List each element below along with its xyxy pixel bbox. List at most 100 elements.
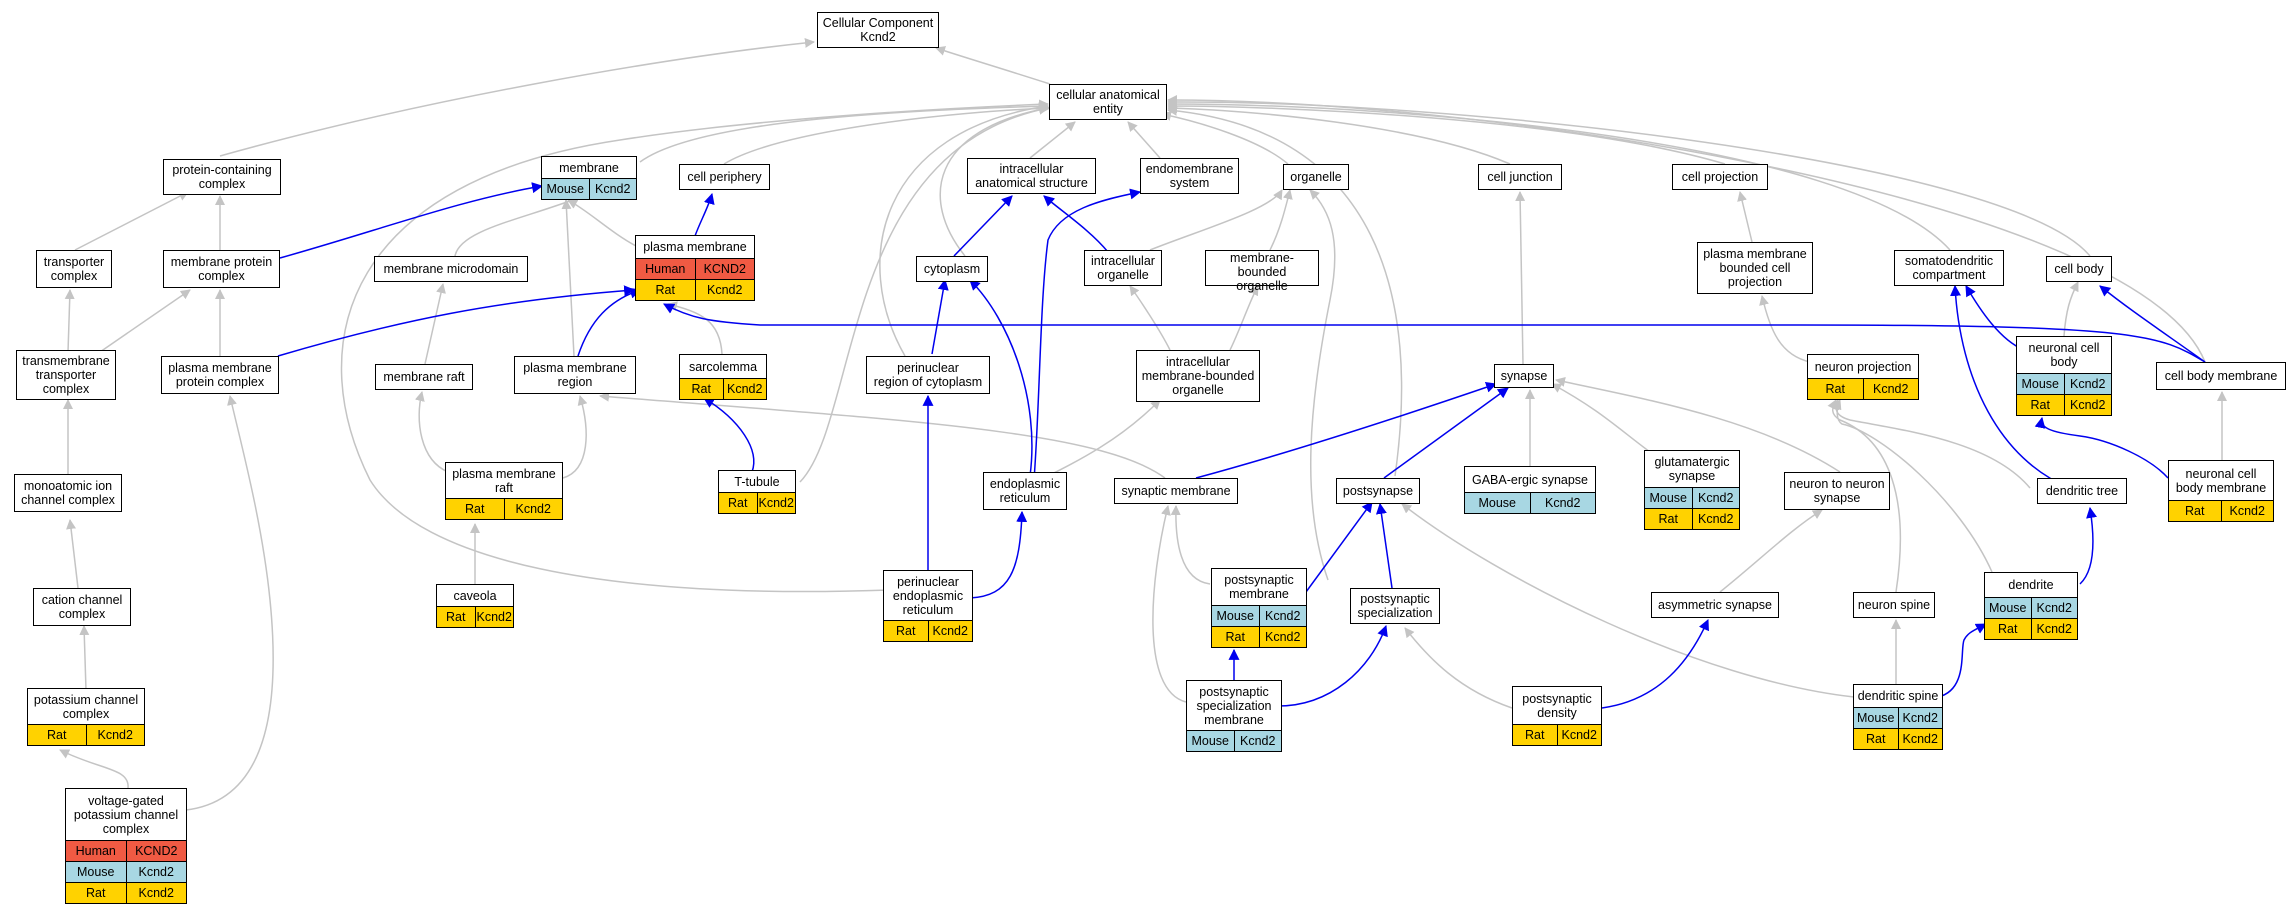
edge-imbo-to-io bbox=[1129, 285, 1171, 351]
node-postsynaptic-specialization[interactable]: postsynaptic specialization bbox=[1350, 588, 1440, 624]
node-membrane-microdomain[interactable]: membrane microdomain bbox=[374, 256, 528, 282]
node-dendritic-tree[interactable]: dendritic tree bbox=[2037, 478, 2127, 504]
node-perinuclear-region-of-cytoplasm[interactable]: perinuclear region of cytoplasm bbox=[866, 356, 990, 394]
node-label: protein-containing complex bbox=[172, 163, 272, 191]
node-label: membrane protein complex bbox=[170, 255, 273, 283]
node-membrane-protein-complex[interactable]: membrane protein complex bbox=[163, 250, 280, 288]
edge-er-to-cytoplasm bbox=[969, 279, 1033, 477]
node-cation-channel-complex[interactable]: cation channel complex bbox=[33, 588, 131, 626]
edge-sarcolemma-to-pm bbox=[667, 301, 723, 355]
species-name: Mouse bbox=[76, 865, 115, 879]
node-endoplasmic-reticulum[interactable]: endoplasmic reticulum bbox=[983, 472, 1067, 510]
species-name: Rat bbox=[86, 886, 106, 900]
edge-psm-to-psspec bbox=[1277, 624, 1388, 707]
node-label: intracellular organelle bbox=[1091, 254, 1155, 282]
species-name: Rat bbox=[47, 728, 67, 742]
node-cell-body[interactable]: cell body bbox=[2046, 256, 2112, 282]
edge-cellprojection-to-cae bbox=[1167, 101, 1726, 165]
node-somatodendritic-compartment[interactable]: somatodendritic compartment bbox=[1894, 250, 2004, 286]
node-label: cell projection bbox=[1681, 170, 1759, 184]
node-cellular-anatomical-entity[interactable]: cellular anatomical entity bbox=[1049, 84, 1167, 120]
node-cell-projection[interactable]: cell projection bbox=[1672, 164, 1768, 190]
node-label: postsynapse bbox=[1342, 484, 1414, 498]
node-intracellular-organelle[interactable]: intracellular organelle bbox=[1084, 250, 1162, 286]
node-intracellular-anatomical-structure[interactable]: intracellular anatomical structure bbox=[967, 158, 1096, 194]
gene-symbol: Kcnd2 bbox=[2030, 619, 2078, 639]
edge-synapse-to-celljunction bbox=[1515, 191, 1526, 365]
edge-ttubule-to-sarcolemma bbox=[703, 397, 755, 473]
node-label: caveola bbox=[453, 588, 497, 603]
node-pm-region[interactable]: plasma membrane region bbox=[514, 356, 636, 394]
gene-symbol: Kcnd2 bbox=[588, 179, 637, 199]
edge-membrane-to-cae bbox=[639, 101, 1049, 163]
node-transporter-complex[interactable]: transporter complex bbox=[36, 250, 112, 288]
node-cellular-component[interactable]: Cellular Component Kcnd2 bbox=[817, 12, 939, 48]
node-pm-bounded-cell-projection[interactable]: plasma membrane bounded cell projection bbox=[1697, 242, 1813, 294]
edge-er-to-endomembrane bbox=[1033, 188, 1142, 481]
node-intracellular-mb-organelle[interactable]: intracellular membrane-bounded organelle bbox=[1136, 350, 1260, 402]
node-endomembrane-system[interactable]: endomembrane system bbox=[1140, 158, 1239, 194]
node-transmembrane-transporter-complex[interactable]: transmembrane transporter complex bbox=[16, 350, 116, 400]
edge-dendrite-to-dendritictree bbox=[2079, 506, 2097, 585]
node-label: postsynaptic specialization bbox=[1357, 592, 1433, 620]
node-label: T-tubule bbox=[734, 474, 780, 489]
edge-dendriticspine-to-dendrite bbox=[1937, 623, 1987, 698]
node-asymmetric-synapse[interactable]: asymmetric synapse bbox=[1651, 592, 1779, 618]
node-monoatomic-ion-channel-complex[interactable]: monoatomic ion channel complex bbox=[14, 474, 122, 512]
edge-pmraft-to-raft bbox=[414, 391, 449, 473]
node-organelle[interactable]: organelle bbox=[1283, 164, 1349, 190]
node-neuron-to-neuron-synapse[interactable]: neuron to neuron synapse bbox=[1784, 472, 1890, 510]
edge-io-to-organelle bbox=[1149, 189, 1283, 251]
node-neuron-spine[interactable]: neuron spine bbox=[1853, 592, 1935, 618]
species-name: Rat bbox=[1225, 630, 1245, 644]
node-pm-protein-complex[interactable]: plasma membrane protein complex bbox=[161, 356, 279, 394]
node-cell-periphery[interactable]: cell periphery bbox=[679, 164, 770, 190]
node-cell-junction[interactable]: cell junction bbox=[1478, 164, 1562, 190]
node-protein-containing-complex[interactable]: protein-containing complex bbox=[163, 159, 281, 195]
edge-perinuclearer-to-er bbox=[969, 510, 1028, 599]
species-name: Rat bbox=[2185, 504, 2205, 518]
node-synaptic-membrane[interactable]: synaptic membrane bbox=[1114, 478, 1238, 504]
edge-ttm-to-transporter bbox=[64, 289, 75, 353]
species-name: Rat bbox=[1825, 382, 1845, 396]
node-postsynaptic-specialization-membrane[interactable]: postsynaptic specialization membrane Mou… bbox=[1186, 680, 1282, 752]
node-label: glutamatergic synapse bbox=[1654, 455, 1730, 483]
gene-symbol: Kcnd2 bbox=[1691, 509, 1740, 529]
edge-cae-to-root bbox=[935, 46, 1051, 85]
node-membrane-raft[interactable]: membrane raft bbox=[375, 364, 473, 390]
node-cytoplasm[interactable]: cytoplasm bbox=[916, 256, 988, 282]
node-vg-potassium-channel-complex[interactable]: voltage-gated potassium channel complex … bbox=[65, 788, 187, 904]
node-synapse[interactable]: synapse bbox=[1494, 364, 1554, 388]
node-postsynapse[interactable]: postsynapse bbox=[1336, 478, 1420, 504]
gene-symbol: Kcnd2 bbox=[125, 862, 187, 882]
species-name: Mouse bbox=[1191, 734, 1230, 748]
node-label: neuron spine bbox=[1857, 598, 1931, 612]
species-name: Mouse bbox=[1649, 491, 1688, 505]
node-membrane-bounded-organelle[interactable]: membrane-bounded organelle bbox=[1205, 250, 1319, 293]
node-cell-body-membrane[interactable]: cell body membrane bbox=[2156, 362, 2286, 390]
edge-organelle-to-cae bbox=[1161, 110, 1289, 165]
node-label: perinuclear region of cytoplasm bbox=[873, 361, 983, 389]
edge-vgpc-to-pmpc bbox=[185, 395, 274, 811]
gene-symbol: Kcnd2 bbox=[1529, 493, 1596, 513]
gene-symbol: Kcnd2 bbox=[1258, 627, 1307, 647]
